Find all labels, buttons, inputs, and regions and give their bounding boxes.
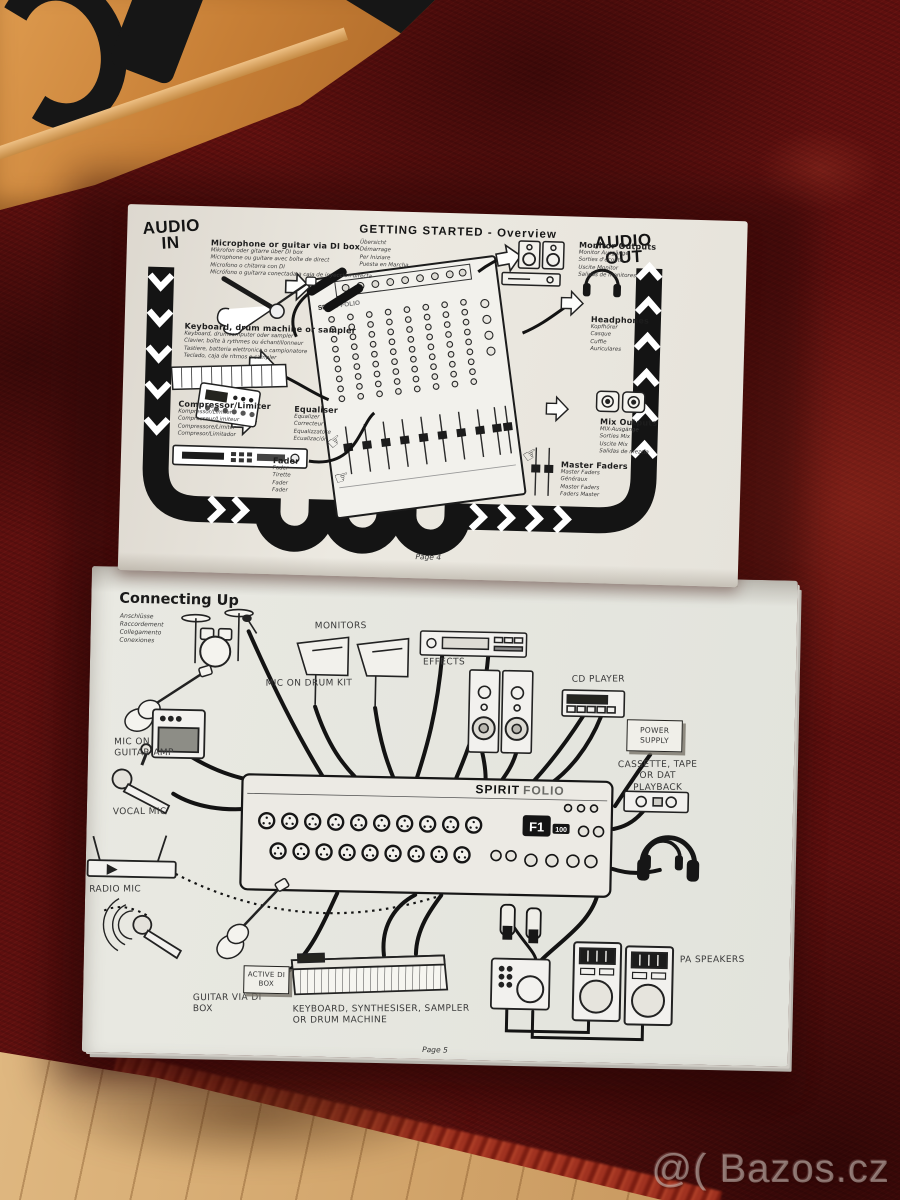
mixer-brand-folio: FOLIO [523,783,565,798]
label-pa-speakers: PA SPEAKERS [679,954,745,966]
watermark: @( Bazos.cz [651,1147,890,1191]
drum-kit-illustration [181,608,258,668]
monitor-speakers-illustration [501,240,565,287]
translation-line: Conexiones [119,636,155,645]
translation-line: Auriculares [590,346,622,354]
active-di-box: ACTIVE DI BOX [243,965,290,995]
label-mic-on-guitar-amp: MIC ON GUITAR AMP [114,737,174,759]
vocal-mic-illustration [111,768,171,815]
label-block-master-faders: Master Faders Master Faders Généraux Mas… [560,460,628,501]
mix-outputs-icon [595,390,646,414]
radio-mic-dotted-cable [175,872,442,915]
label-cd-player: CD PLAYER [571,674,625,685]
headphones-icon [582,268,622,298]
hifi-speakers-illustration [467,669,534,754]
radio-mic-receiver-illustration [86,835,177,879]
compressor-rack-icon [172,444,308,469]
svg-text:SPIRITFOLIO: SPIRITFOLIO [475,782,565,798]
label-block-mic-guitar: Microphone or guitar via DI box Mikrofon… [210,238,373,281]
audio-in-label: AUDIO IN [142,216,201,254]
arrow-mixer-to-mix-outputs [545,396,570,422]
label-keyboard: KEYBOARD, SYNTHESISER, SAMPLER OR DRUM M… [292,1003,470,1026]
guitar-illustration [124,664,213,732]
radio-waves-icon [102,898,133,952]
effects-unit-illustration [419,630,528,658]
page4-illustration-svg: SPIRITFOLIO [142,240,663,556]
label-active-di-box: ACTIVE DI BOX [247,970,286,988]
guitar-di-illustration [216,877,290,960]
radio-mic-dotted-link [100,906,148,917]
label-cassette: CASSETTE, TAPE OR DAT PLAYBACK [617,759,698,793]
mixer-top-view: SPIRITFOLIO [305,255,527,519]
xlr-output-connectors [499,903,542,944]
label-block-headphones: Headphones Kopfhörer Casque Cuffie Auric… [590,315,649,355]
translation-line: Fader [271,487,288,494]
label-block-compressor: Compressor/Limiter Kompressor/Limiter Co… [177,399,271,440]
cassette-deck-illustration [623,790,690,814]
monitors-illustration [296,636,410,706]
arrow-mixer-to-headphones [560,290,585,316]
cd-player-illustration [561,689,626,718]
label-block-keyboard: Keyboard, drum machine or sampler Keyboa… [184,322,356,365]
mixer-brand-folio: FOLIO [340,300,361,309]
label-block-fader: Fader Fader Tirette Fader Fader [272,456,300,495]
label-block-mix-outputs: Mix Outputs MIX-Ausgänge Sorties Mix Usc… [599,417,657,457]
mixer-brand-spirit: SPIRIT [475,782,520,797]
label-mic-on-drum-kit: MIC ON DRUM KIT [265,678,353,689]
box-print-glyph [342,0,435,56]
mic-and-guitar-icon [216,276,317,336]
label-monitors: MONITORS [314,621,367,632]
audio-in-word: IN [161,232,181,253]
power-supply-box: POWER SUPPLY [626,719,683,753]
label-vocal-mic: VOCAL MIC [112,806,167,818]
keyboard-and-drum-machine-icon [170,363,288,428]
manual-page-4: SPIRITFOLIO [117,204,748,588]
label-radio-mic: RADIO MIC [89,884,142,895]
translation-line: Salidas de mezcla [599,448,649,456]
page5-title-translations: Anschlüsse Raccordement Collegamento Con… [119,613,163,646]
keyboard-illustration [290,952,449,996]
guitar-amp-illustration [140,708,206,766]
page5-title: Connecting Up [119,590,239,610]
wireless-mic-illustration [132,914,183,960]
power-amp-illustration [489,957,551,1011]
label-guitar-via-di-box: GUITAR VIA DI BOX [192,992,262,1015]
label-effects: EFFECTS [423,657,466,668]
frame-arrow-band [142,261,663,556]
label-block-monitor-outputs: Monitor Outputs Monitor Ausgänge Sorties… [578,241,656,282]
label-power-supply: POWER SUPPLY [639,725,670,746]
mixer-model-badge: F1 [529,819,544,834]
pa-speakers-illustration [571,941,675,1027]
mixer-series-badge: 100 [555,827,567,834]
